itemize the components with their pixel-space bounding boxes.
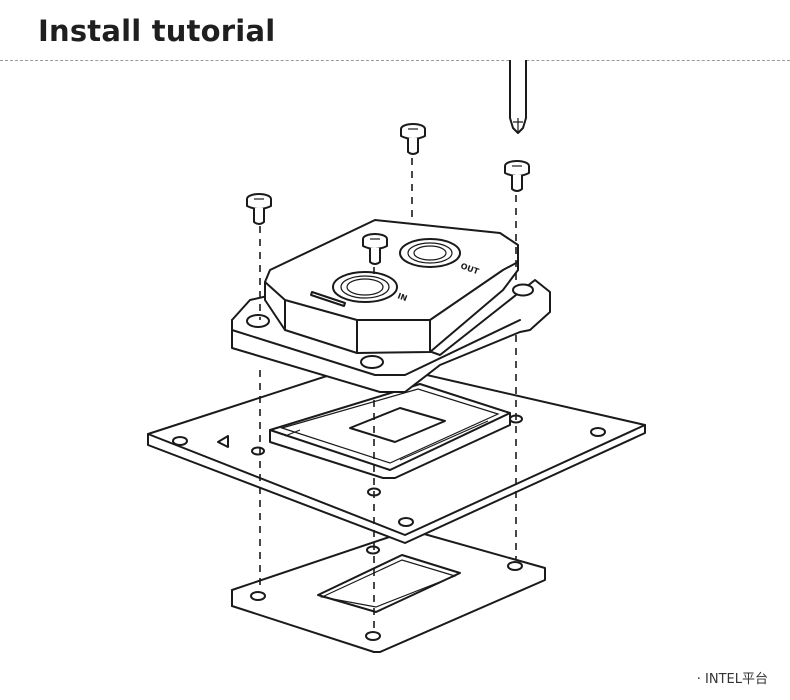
cpu-socket bbox=[269, 383, 511, 479]
screw-center bbox=[400, 123, 426, 155]
water-block: OUT IN bbox=[264, 219, 519, 354]
alignment-guides bbox=[259, 158, 517, 630]
screwdriver-icon bbox=[509, 60, 527, 134]
header-divider bbox=[0, 60, 790, 61]
port-in-label: IN bbox=[396, 291, 408, 303]
screw-block bbox=[362, 233, 388, 265]
page-title: Install tutorial bbox=[38, 14, 276, 48]
screw-right bbox=[504, 160, 530, 192]
platform-caption: · INTEL平台 bbox=[696, 672, 768, 687]
screw-left bbox=[246, 193, 272, 225]
backplate bbox=[231, 529, 546, 653]
